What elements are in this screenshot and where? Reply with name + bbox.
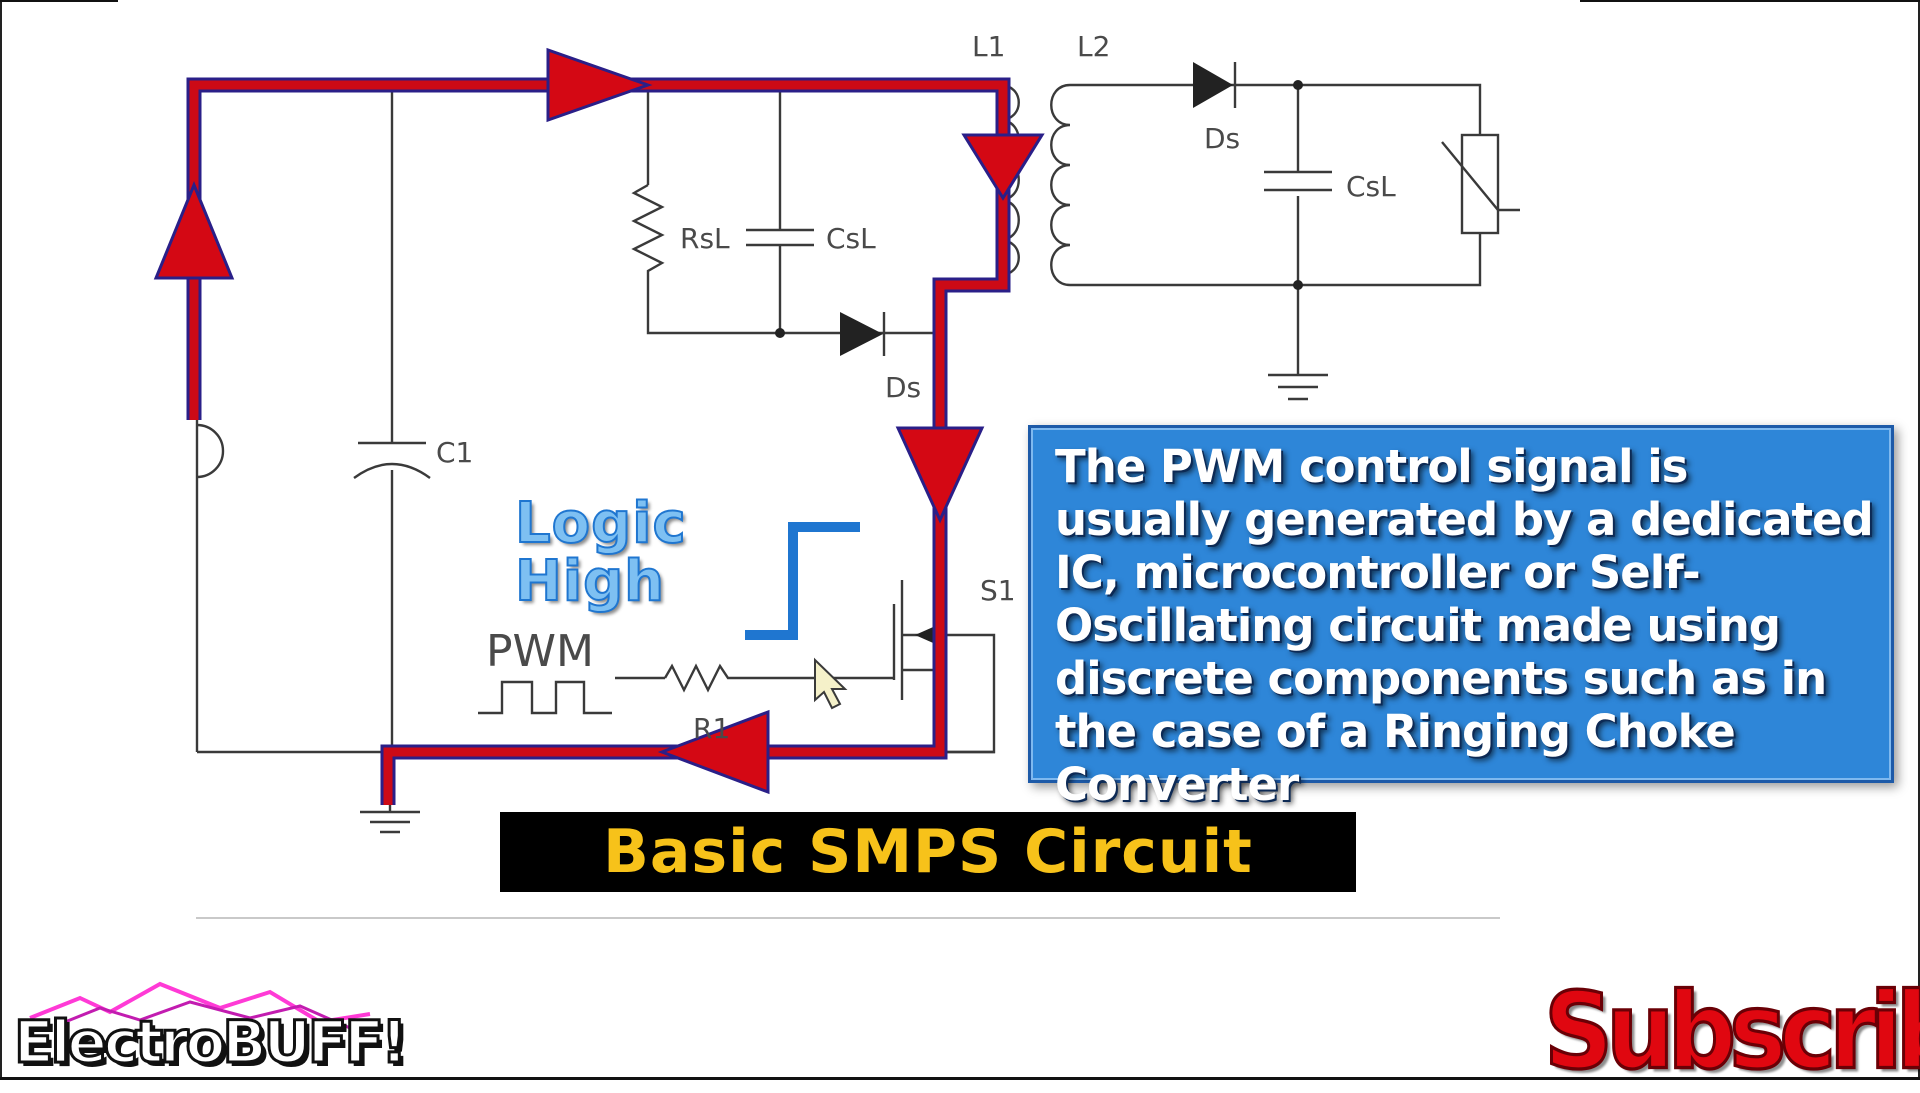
current-flow-path xyxy=(186,77,1011,805)
mouse-pointer-icon xyxy=(814,657,848,710)
ground-symbol-right xyxy=(1268,373,1328,401)
arrow-right-icon xyxy=(546,47,653,123)
logic-high-step-icon xyxy=(745,522,860,640)
label-csl-right: CsL xyxy=(1346,170,1396,203)
diode-ds-snubber xyxy=(840,312,886,356)
label-s1: S1 xyxy=(980,574,1016,607)
info-callout-box: The PWM control signal is usually genera… xyxy=(1028,425,1894,811)
logic-high-line1: Logic xyxy=(514,491,687,556)
logic-high-line2: High xyxy=(514,549,666,614)
capacitor-csl-right xyxy=(1264,170,1332,192)
logic-high-callout: Logic High xyxy=(514,491,755,614)
label-l2: L2 xyxy=(1077,30,1110,63)
capacitor-c1 xyxy=(353,441,431,479)
input-source xyxy=(196,423,225,479)
electrobuff-logo[interactable]: ElectroBUFF! xyxy=(12,1007,408,1078)
lightning-spark-icon xyxy=(29,981,371,1030)
arrow-up-icon xyxy=(153,181,235,280)
arrow-left-icon xyxy=(657,709,770,795)
caption-title: Basic SMPS Circuit xyxy=(603,817,1253,887)
arrow-down-icon xyxy=(895,426,985,524)
inductor-l2 xyxy=(1050,83,1071,287)
thermistor-load xyxy=(1441,133,1520,235)
label-csl-left: CsL xyxy=(826,222,876,255)
diode-ds-output xyxy=(1193,62,1237,108)
label-rsl: RsL xyxy=(680,222,730,255)
label-l1: L1 xyxy=(972,30,1005,63)
current-flow-arrows xyxy=(153,47,1045,795)
label-r1: R1 xyxy=(693,712,730,745)
bottom-edge-strip xyxy=(0,1077,1920,1080)
resistor-r1 xyxy=(663,663,735,693)
top-edge-strip-right xyxy=(1580,0,1920,2)
pwm-waveform xyxy=(478,680,612,715)
label-c1: C1 xyxy=(436,436,473,469)
resistor-rsl xyxy=(631,183,665,285)
arrow-down-icon xyxy=(961,133,1045,201)
top-edge-strip-left xyxy=(0,0,118,2)
divider-line xyxy=(196,917,1500,919)
label-ds-snubber: Ds xyxy=(885,371,921,404)
subscribe-button[interactable]: Subscribe xyxy=(1543,968,1920,1093)
label-pwm: PWM xyxy=(486,626,594,677)
label-ds-output: Ds xyxy=(1204,122,1240,155)
caption-bar: Basic SMPS Circuit xyxy=(500,812,1356,892)
capacitor-csl-left xyxy=(746,228,814,247)
info-callout-text: The PWM control signal is usually genera… xyxy=(1055,440,1874,811)
